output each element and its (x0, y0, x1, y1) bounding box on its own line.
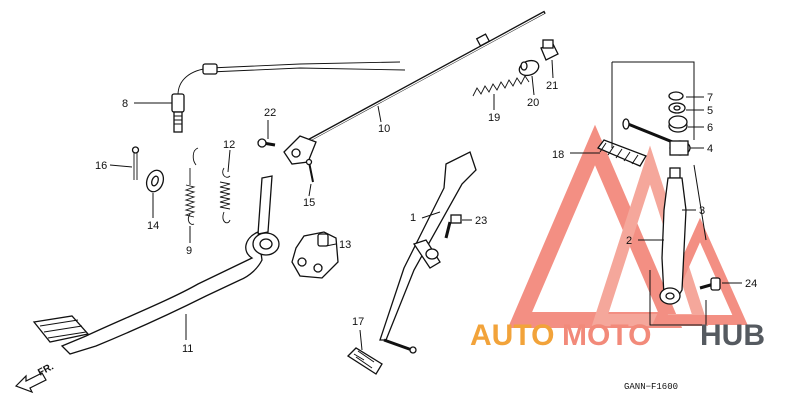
part-20-joint (518, 59, 540, 77)
part-10-brake-rod (283, 10, 546, 165)
callout-10: 10 (378, 123, 390, 135)
front-direction-label: FR. (36, 361, 56, 378)
diagram-code: GANN−F1600 (624, 382, 678, 392)
part-13-bracket (291, 231, 339, 279)
part-1-main-stand (379, 151, 477, 354)
callout-20: 20 (527, 97, 539, 109)
callout-1: 1 (410, 212, 416, 224)
group-bracket-lines (611, 61, 707, 326)
part-21-nut (540, 39, 559, 61)
front-arrow-icon: FR. (14, 361, 56, 394)
part-11-brake-pedal (32, 175, 280, 355)
callout-5: 5 (707, 105, 713, 117)
watermark-hub: HUB (700, 319, 765, 352)
callout-16: 16 (95, 160, 107, 172)
callout-2: 2 (626, 235, 632, 247)
callout-7: 7 (707, 92, 713, 104)
part-5-washer (668, 102, 686, 114)
part-9-spring (184, 147, 199, 225)
part-3-side-stand (659, 167, 687, 305)
callout-19: 19 (488, 112, 500, 124)
callout-11: 11 (182, 343, 193, 355)
watermark-moto: MOTO (562, 319, 651, 352)
part-12-spring (219, 167, 231, 224)
callout-labels: 1 2 3 4 5 6 7 8 9 10 11 12 13 14 15 16 1… (95, 80, 757, 355)
callout-12: 12 (223, 139, 235, 151)
part-16-cotter-pin (131, 146, 140, 180)
watermark-text: AUTO MOTO HUB (470, 319, 765, 352)
part-19-spring (472, 75, 530, 97)
callout-3: 3 (699, 205, 705, 217)
callout-21: 21 (546, 80, 558, 92)
part-23-bolt (444, 214, 462, 239)
part-6-collar (668, 115, 688, 133)
part-15-pin (305, 158, 314, 183)
callout-13: 13 (339, 239, 351, 251)
callout-9: 9 (186, 245, 192, 257)
callout-14: 14 (147, 220, 159, 232)
part-7-clip (668, 91, 684, 101)
callout-6: 6 (707, 122, 713, 134)
callout-15: 15 (303, 197, 315, 209)
part-4-pivot (622, 118, 691, 156)
part-14-washer (145, 169, 165, 193)
callout-4: 4 (707, 143, 713, 155)
watermark-auto: AUTO (470, 319, 554, 352)
leader-lines (109, 59, 742, 351)
part-8-brake-switch-cable (171, 61, 406, 133)
callout-23: 23 (475, 215, 487, 227)
callout-8: 8 (122, 98, 128, 110)
callout-18: 18 (552, 149, 564, 161)
watermark-logo (507, 124, 748, 328)
part-24-bolt (699, 277, 721, 291)
callout-24: 24 (745, 278, 757, 290)
part-18-footrest-rubber (596, 139, 647, 167)
callout-17: 17 (352, 316, 364, 328)
part-17-stopper-rubber (346, 347, 383, 375)
callout-22: 22 (264, 107, 276, 119)
part-22-bolt (257, 138, 276, 148)
